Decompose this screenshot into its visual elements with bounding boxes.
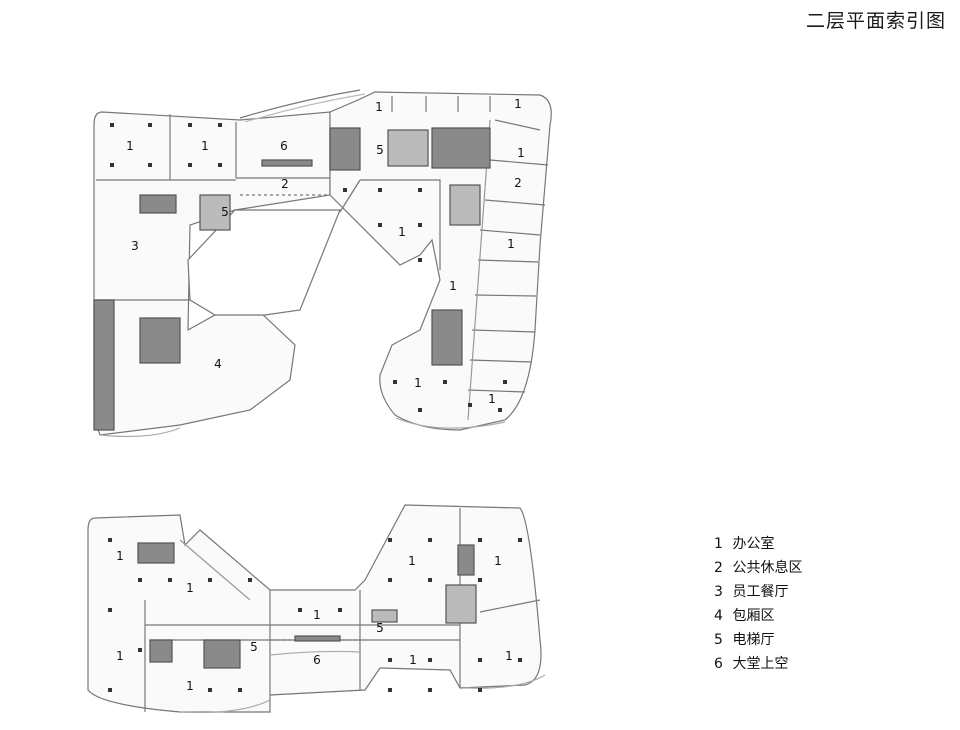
column-marker: [428, 658, 432, 662]
room-label-private-room: 4: [214, 357, 222, 371]
legend-item: 6 大堂上空: [714, 652, 802, 676]
column-marker: [148, 163, 152, 167]
room-label-office: 1: [507, 237, 515, 251]
legend-item: 1 办公室: [714, 532, 802, 556]
legend-number: 6: [714, 656, 723, 672]
column-marker: [428, 688, 432, 692]
column-marker: [388, 538, 392, 542]
legend-item: 2 公共休息区: [714, 556, 802, 580]
column-marker: [108, 538, 112, 542]
legend-item: 3 员工餐厅: [714, 580, 802, 604]
room-label-office: 1: [514, 97, 522, 111]
room-label-office: 1: [375, 100, 383, 114]
room-label-office: 1: [186, 679, 194, 693]
column-marker: [378, 223, 382, 227]
column-marker: [108, 688, 112, 692]
room-label-elevator-hall: 5: [376, 621, 384, 635]
column-marker: [418, 258, 422, 262]
room-label-lounge: 2: [281, 177, 289, 191]
room-label-office: 1: [494, 554, 502, 568]
column-marker: [248, 578, 252, 582]
room-label-office: 1: [126, 139, 134, 153]
column-marker: [418, 188, 422, 192]
column-marker: [468, 403, 472, 407]
column-marker: [188, 123, 192, 127]
column-marker: [110, 163, 114, 167]
column-marker: [428, 538, 432, 542]
lower-plan-labels: 1 1 1 1 1 1 1 1 1 5 5 6: [116, 549, 513, 693]
upper-plan-labels: 1 1 1 1 1 1 1 1 1 1 2 2 3 4 5 5 6: [126, 97, 525, 406]
legend-text: 员工餐厅: [732, 584, 789, 600]
legend-number: 4: [714, 608, 723, 624]
room-label-office: 1: [449, 279, 457, 293]
legend-item: 4 包厢区: [714, 604, 802, 628]
column-marker: [503, 380, 507, 384]
room-label-office: 1: [505, 649, 513, 663]
room-label-office: 1: [517, 146, 525, 160]
column-marker: [208, 578, 212, 582]
column-marker: [238, 688, 242, 692]
column-marker: [418, 223, 422, 227]
room-label-office: 1: [116, 549, 124, 563]
column-marker: [518, 658, 522, 662]
column-marker: [168, 578, 172, 582]
room-label-office: 1: [186, 581, 194, 595]
legend-number: 3: [714, 584, 723, 600]
column-marker: [428, 578, 432, 582]
room-label-office: 1: [313, 608, 321, 622]
room-label-elevator-hall: 5: [250, 640, 258, 654]
room-label-atrium-void: 6: [313, 653, 321, 667]
legend-number: 5: [714, 632, 723, 648]
column-marker: [138, 648, 142, 652]
room-label-elevator-hall: 5: [221, 205, 229, 219]
column-marker: [498, 408, 502, 412]
legend-number: 1: [714, 536, 723, 552]
room-label-office: 1: [488, 392, 496, 406]
column-marker: [418, 408, 422, 412]
legend-text: 公共休息区: [732, 560, 803, 576]
column-marker: [478, 538, 482, 542]
room-label-office: 1: [201, 139, 209, 153]
column-marker: [518, 538, 522, 542]
column-marker: [443, 380, 447, 384]
column-marker: [388, 658, 392, 662]
room-label-office: 1: [398, 225, 406, 239]
column-marker: [478, 578, 482, 582]
column-marker: [388, 578, 392, 582]
column-marker: [188, 163, 192, 167]
legend-text: 电梯厅: [732, 632, 775, 648]
page-title: 二层平面索引图: [805, 10, 946, 32]
column-marker: [148, 123, 152, 127]
column-marker: [298, 608, 302, 612]
column-marker: [338, 608, 342, 612]
column-marker: [218, 123, 222, 127]
room-label-lounge: 2: [514, 176, 522, 190]
room-label-canteen: 3: [131, 239, 139, 253]
room-label-office: 1: [116, 649, 124, 663]
column-marker: [388, 688, 392, 692]
legend-text: 办公室: [732, 536, 775, 552]
column-marker: [110, 123, 114, 127]
column-marker: [378, 188, 382, 192]
legend: 1 办公室 2 公共休息区 3 员工餐厅 4 包厢区 5 电梯厅 6 大堂上空: [714, 532, 802, 676]
legend-item: 5 电梯厅: [714, 628, 802, 652]
room-label-office: 1: [414, 376, 422, 390]
column-marker: [108, 608, 112, 612]
legend-number: 2: [714, 560, 723, 576]
column-marker: [218, 163, 222, 167]
room-label-office: 1: [409, 653, 417, 667]
column-marker: [138, 578, 142, 582]
legend-text: 大堂上空: [732, 656, 789, 672]
column-marker: [393, 380, 397, 384]
legend-text: 包厢区: [732, 608, 775, 624]
room-label-elevator-hall: 5: [376, 143, 384, 157]
column-marker: [478, 688, 482, 692]
room-label-office: 1: [408, 554, 416, 568]
column-marker: [208, 688, 212, 692]
column-marker: [343, 188, 347, 192]
room-label-atrium-void: 6: [280, 139, 288, 153]
column-marker: [478, 658, 482, 662]
